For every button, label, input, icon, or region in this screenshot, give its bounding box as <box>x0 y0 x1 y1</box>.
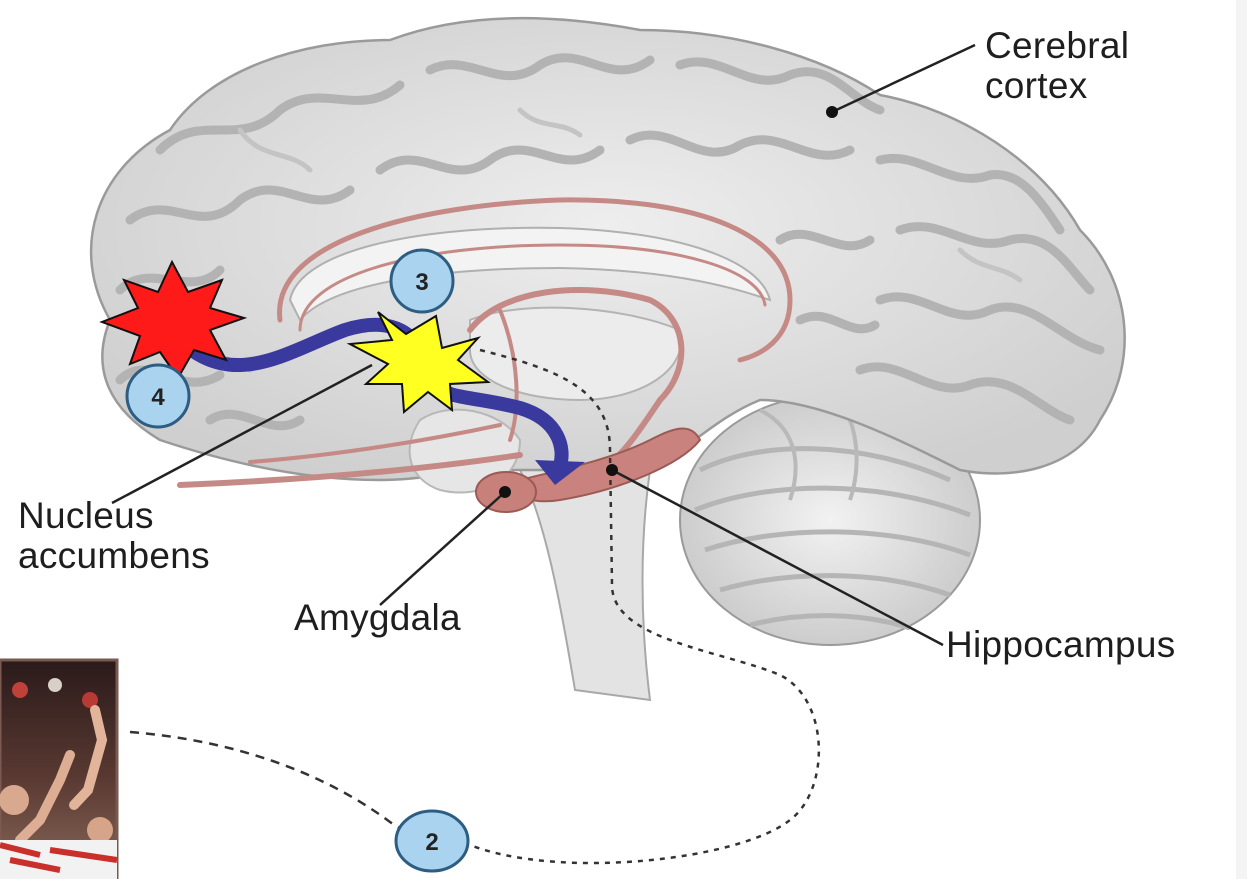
svg-text:3: 3 <box>415 269 428 296</box>
dashed-pathway-photo <box>130 732 425 838</box>
cerebral-cortex-label-line2: cortex <box>985 66 1205 106</box>
badge-two: 2 <box>396 811 468 871</box>
cerebral-cortex-label-line1: Cerebral <box>985 26 1205 66</box>
nucleus-accumbens-label-line1: Nucleus <box>18 496 298 536</box>
brainstem <box>520 470 650 700</box>
svg-text:4: 4 <box>151 384 165 411</box>
svg-text:2: 2 <box>425 829 438 856</box>
amygdala-label: Amygdala <box>294 598 534 638</box>
cheering-fans-photo <box>0 660 117 879</box>
nucleus-accumbens-label: Nucleus accumbens <box>18 496 298 576</box>
badge-three: 3 <box>391 250 453 312</box>
badge-four: 4 <box>127 365 189 427</box>
nucleus-accumbens-label-line2: accumbens <box>18 536 298 576</box>
right-edge-shade <box>1236 0 1247 879</box>
hippocampus-label: Hippocampus <box>946 625 1246 665</box>
cerebral-cortex-label: Cerebral cortex <box>985 26 1205 106</box>
